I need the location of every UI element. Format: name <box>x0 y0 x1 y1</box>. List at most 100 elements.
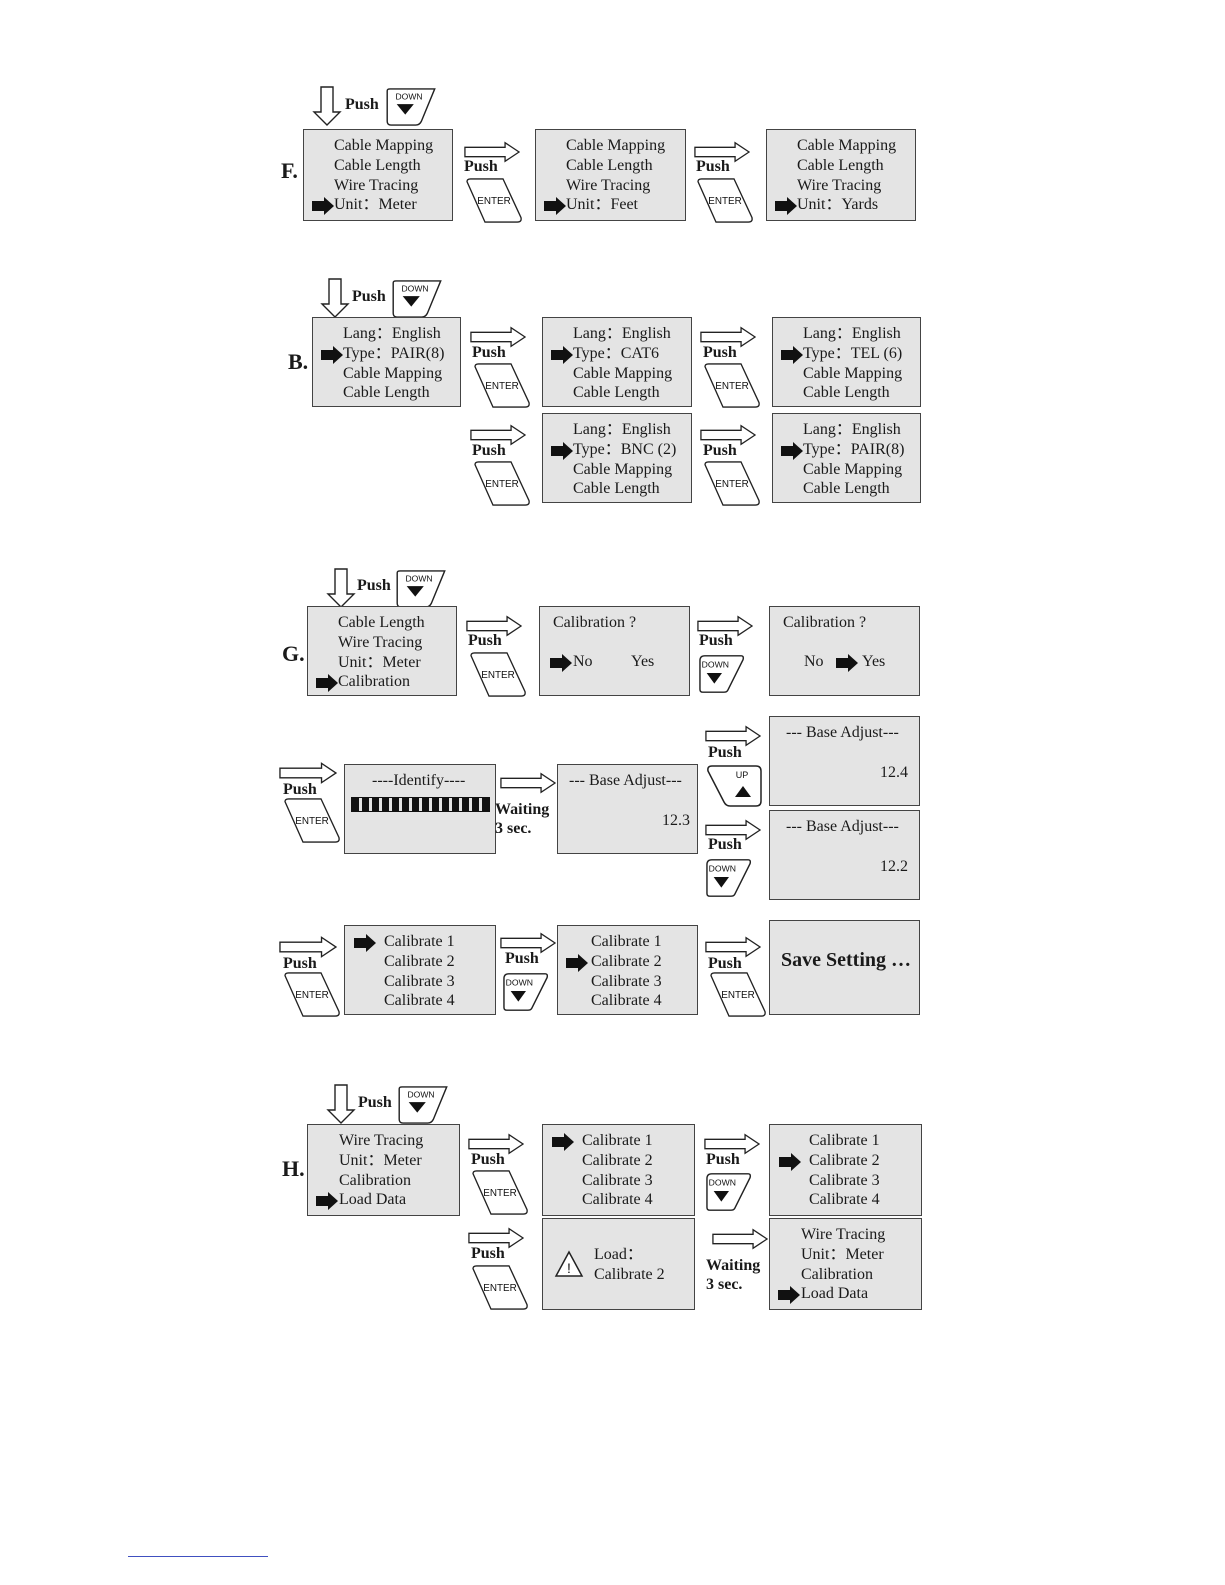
push-label: Push <box>708 744 742 761</box>
section-letter: F. <box>281 158 298 183</box>
screen-line: Type：TEL (6) <box>803 345 903 362</box>
screen-line: Calibrate 2 <box>591 953 662 970</box>
push-label: Push <box>358 1094 392 1111</box>
screen-line: Calibrate 3 <box>384 973 455 990</box>
push-label: Push <box>472 442 506 459</box>
screen-line: Calibrate 2 <box>809 1152 880 1169</box>
screen-line: Calibration <box>801 1266 873 1283</box>
screen-line: Wire Tracing <box>566 177 651 194</box>
up-key-icon[interactable] <box>706 765 762 807</box>
hollow-down-arrow-icon <box>320 278 350 318</box>
screen-line: Cable Mapping <box>343 365 443 382</box>
screen-line: ----Identify---- <box>372 772 466 789</box>
screen-g-base-down: --- Base Adjust--- 12.2 <box>769 810 920 900</box>
screen-line: Cable Length <box>573 384 660 401</box>
waiting-line: Waiting <box>495 801 550 818</box>
screen-line: Calibration <box>339 1172 411 1189</box>
enter-key-icon[interactable] <box>470 461 534 506</box>
enter-key-icon[interactable] <box>280 972 344 1017</box>
screen-line: Calibrate 1 <box>591 933 662 950</box>
screen-line: Cable Mapping <box>566 137 666 154</box>
down-key-icon[interactable] <box>699 654 745 694</box>
enter-key-icon[interactable] <box>470 363 534 408</box>
screen-g-calib-no: Calibration ? No Yes <box>539 606 690 696</box>
push-label: Push <box>696 158 730 175</box>
screen-line: Cable Mapping <box>803 461 903 478</box>
screen-line: Calibrate 4 <box>809 1191 880 1208</box>
screen-line: Cable Mapping <box>573 461 673 478</box>
down-key-icon[interactable] <box>382 88 438 126</box>
waiting-line: Waiting <box>706 1257 761 1274</box>
hollow-down-arrow-icon <box>312 86 342 126</box>
section-letter: B. <box>288 349 309 374</box>
selection-arrow-icon <box>566 954 588 972</box>
screen-g-calib1: Calibrate 1 Calibrate 2 Calibrate 3 Cali… <box>344 925 496 1015</box>
down-key-icon[interactable] <box>706 1172 752 1212</box>
screen-line: Cable Mapping <box>797 137 897 154</box>
warning-icon <box>554 1250 584 1278</box>
down-key-icon[interactable] <box>706 858 752 898</box>
screen-line: Cable Length <box>803 480 890 497</box>
push-label: Push <box>352 288 386 305</box>
screen-line: Unit：Meter <box>339 1152 422 1169</box>
screen-line: Wire Tracing <box>339 1132 424 1149</box>
selection-arrow-icon <box>779 1153 801 1171</box>
down-key-icon[interactable] <box>503 972 549 1012</box>
push-label: Push <box>471 1151 505 1168</box>
screen-line: Calibrate 1 <box>582 1132 653 1149</box>
screen-line: Cable Mapping <box>334 137 434 154</box>
selection-arrow-icon <box>551 346 573 364</box>
selection-arrow-icon <box>312 197 334 215</box>
screen-line: Calibration ? <box>783 614 867 631</box>
screen-line: --- Base Adjust--- <box>569 772 682 789</box>
screen-line: Cable Length <box>334 157 421 174</box>
screen-g-calib2: Calibrate 1 Calibrate 2 Calibrate 3 Cali… <box>557 925 698 1015</box>
screen-h-load: Load： Calibrate 2 <box>542 1218 695 1310</box>
screen-line: Calibrate 4 <box>591 992 662 1009</box>
selection-arrow-icon <box>544 197 566 215</box>
down-key-icon[interactable] <box>388 280 444 318</box>
push-label: Push <box>703 442 737 459</box>
selection-arrow-icon <box>550 654 572 672</box>
screen-line: Type：PAIR(8) <box>343 345 445 362</box>
hollow-right-arrow-icon <box>712 1228 768 1250</box>
enter-key-icon[interactable] <box>462 178 526 223</box>
screen-line: Wire Tracing <box>334 177 419 194</box>
selection-arrow-icon <box>354 934 376 952</box>
selection-arrow-icon <box>316 674 338 692</box>
screen-line: Wire Tracing <box>797 177 882 194</box>
waiting-time: 3 sec. <box>706 1276 743 1293</box>
enter-key-icon[interactable] <box>700 461 764 506</box>
screen-line: Calibrate 2 <box>384 953 455 970</box>
selection-arrow-icon <box>781 442 803 460</box>
enter-key-icon[interactable] <box>693 178 757 223</box>
push-label: Push <box>471 1245 505 1262</box>
down-key-icon[interactable] <box>392 570 448 608</box>
yes-option: Yes <box>631 653 655 670</box>
screen-line: Calibrate 4 <box>384 992 455 1009</box>
push-label: Push <box>357 577 391 594</box>
enter-key-icon[interactable] <box>280 798 344 843</box>
enter-key-icon[interactable] <box>700 363 764 408</box>
push-label: Push <box>464 158 498 175</box>
enter-key-icon[interactable] <box>466 652 530 697</box>
yes-option: Yes <box>862 653 886 670</box>
enter-key-icon[interactable] <box>468 1170 532 1215</box>
screen-line: Calibrate 1 <box>384 933 455 950</box>
base-value: 12.3 <box>662 812 690 829</box>
screen-line: Lang：English <box>343 325 441 342</box>
enter-key-icon[interactable] <box>468 1265 532 1310</box>
screen-line: Calibrate 1 <box>809 1132 880 1149</box>
push-label: Push <box>703 344 737 361</box>
down-key-icon[interactable] <box>394 1086 450 1124</box>
selection-arrow-icon <box>775 197 797 215</box>
push-label: Push <box>468 632 502 649</box>
enter-key-icon[interactable] <box>706 972 770 1017</box>
screen-line: Calibrate 3 <box>591 973 662 990</box>
load-target: Calibrate 2 <box>594 1266 665 1283</box>
screen-h-final: Wire Tracing Unit：Meter Calibration Load… <box>769 1218 922 1310</box>
screen-line: Wire Tracing <box>801 1226 886 1243</box>
screen-line: Calibrate 4 <box>582 1191 653 1208</box>
base-value: 12.2 <box>880 858 908 875</box>
no-option: No <box>804 653 824 670</box>
